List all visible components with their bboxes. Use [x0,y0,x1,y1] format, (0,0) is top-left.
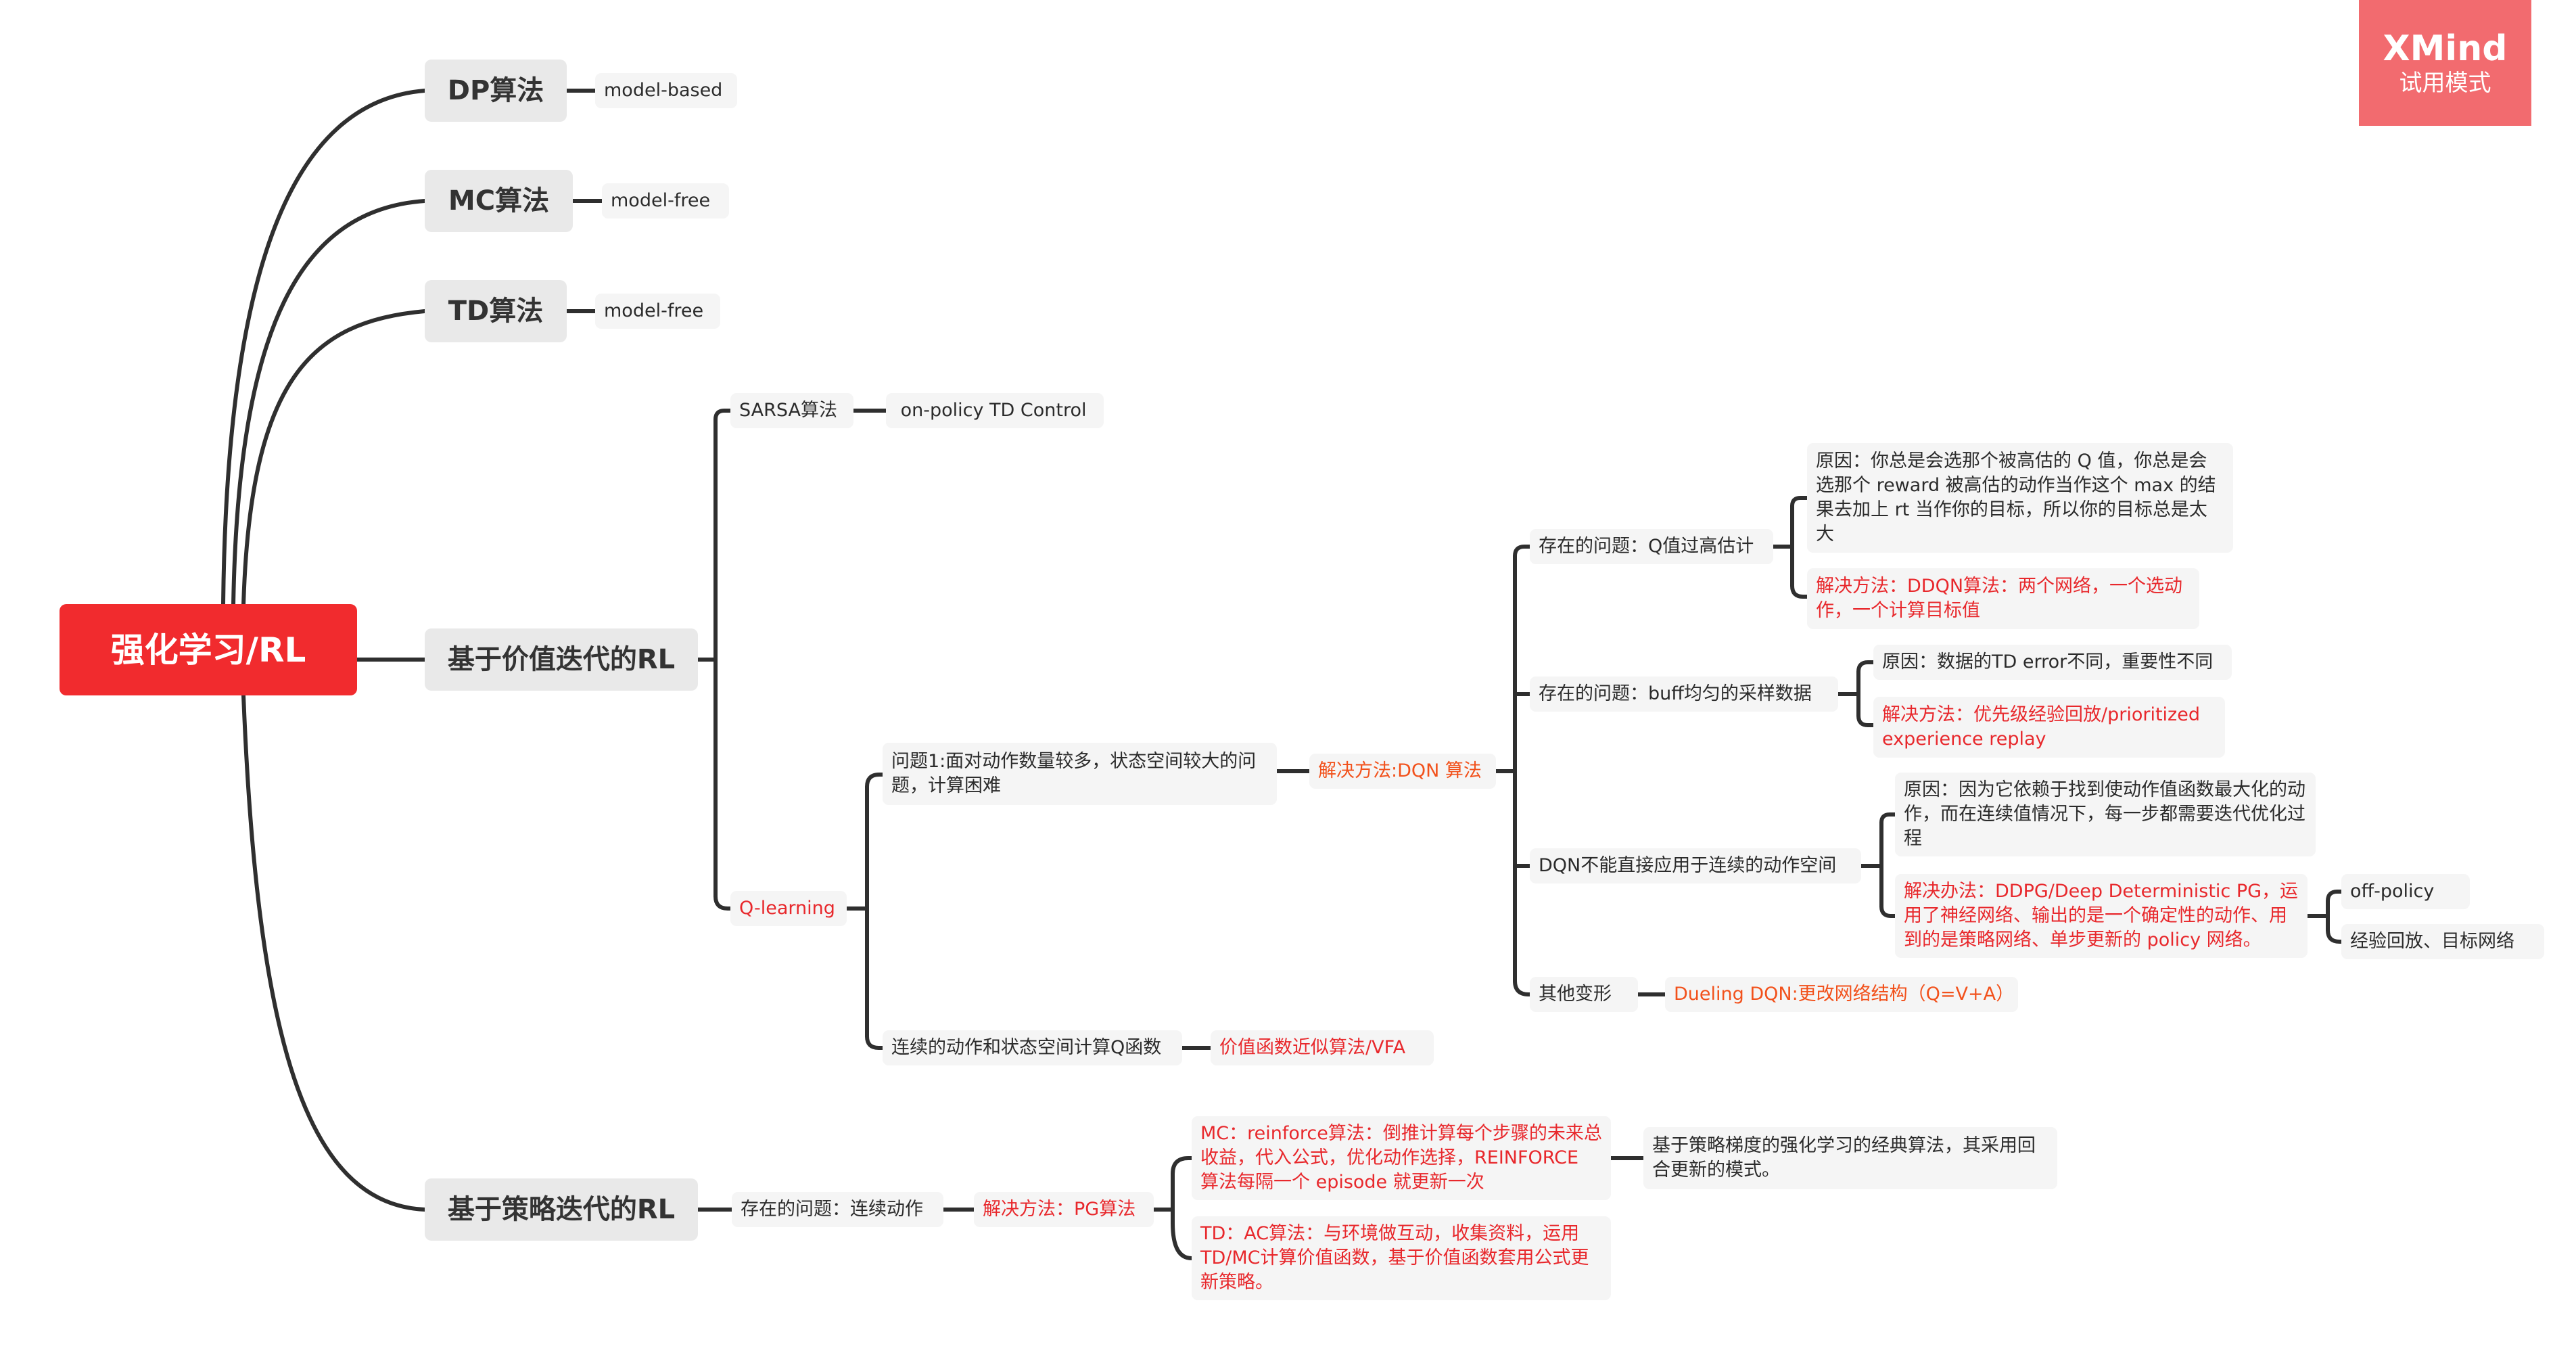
topic-mc[interactable]: MC算法 [425,170,573,232]
topic-variants[interactable]: 其他变形 [1530,977,1638,1012]
note-off-policy-label: off-policy [2350,881,2435,902]
topic-overestimation[interactable]: 存在的问题：Q值过高估计 [1530,529,1773,564]
topic-value-based-label: 基于价值迭代的RL [447,644,676,675]
note-td-ac[interactable]: TD：AC算法：与环境做互动，收集资料，运用TD/MC计算价值函数，基于价值函数… [1192,1216,1611,1300]
topic-dqn-label: 解决方法:DQN 算法 [1318,760,1482,781]
topic-policy-based-label: 基于策略迭代的RL [447,1194,676,1225]
note-dueling-dqn-label: Dueling DQN:更改网络结构（Q=V+A） [1674,984,2015,1005]
topic-q-learning[interactable]: Q-learning [730,891,847,926]
note-continuous-reason[interactable]: 原因：因为它依赖于找到使动作值函数最大化的动作，而在连续值情况下，每一步都需要迭… [1895,773,2316,856]
note-buffer-solution[interactable]: 解决方法：优先级经验回放/prioritized experience repl… [1873,697,2225,758]
trial-mode-text: 试用模式 [2399,70,2491,97]
root-label: 强化学习/RL [110,630,306,670]
topic-pg[interactable]: 解决方法：PG算法 [974,1192,1154,1227]
topic-td[interactable]: TD算法 [425,280,567,342]
topic-dp[interactable]: DP算法 [425,60,567,122]
topic-dqn[interactable]: 解决方法:DQN 算法 [1309,754,1496,789]
topic-buffer[interactable]: 存在的问题：buff均匀的采样数据 [1530,676,1838,712]
topic-continuous-action-problem[interactable]: 存在的问题：连续动作 [732,1192,943,1227]
note-replay-target-network[interactable]: 经验回放、目标网络 [2341,924,2544,959]
topic-sarsa[interactable]: SARSA算法 [730,393,853,428]
note-continuous-solution[interactable]: 解决办法：DDPG/Deep Deterministic PG，运用了神经网络、… [1895,874,2308,958]
topic-q-learning-label: Q-learning [739,898,835,919]
topic-pg-label: 解决方法：PG算法 [983,1199,1136,1220]
topic-continuous-action-problem-label: 存在的问题：连续动作 [741,1199,923,1220]
note-mc-reinforce-label: MC：reinforce算法：倒推计算每个步骤的未来总收益，代入公式，优化动作选… [1200,1123,1602,1193]
note-dp[interactable]: model-based [595,73,737,108]
topic-problem1[interactable]: 问题1:面对动作数量较多，状态空间较大的问题，计算困难 [883,743,1277,805]
note-dp-label: model-based [604,80,723,101]
note-vfa-label: 价值函数近似算法/VFA [1219,1037,1406,1058]
xmind-trial-badge: XMind 试用模式 [2359,0,2531,126]
topic-continuous-action[interactable]: DQN不能直接应用于连续的动作空间 [1530,848,1861,883]
note-overestimation-reason-label: 原因：你总是会选那个被高估的 Q 值，你总是会选那个 reward 被高估的动作… [1816,451,2216,545]
note-policy-gradient[interactable]: 基于策略梯度的强化学习的经典算法，其采用回合更新的模式。 [1643,1127,2057,1189]
topic-overestimation-label: 存在的问题：Q值过高估计 [1539,536,1754,557]
topic-buffer-label: 存在的问题：buff均匀的采样数据 [1539,683,1812,704]
note-td[interactable]: model-free [595,294,720,329]
note-buffer-solution-label: 解决方法：优先级经验回放/prioritized experience repl… [1882,704,2200,750]
topic-sarsa-label: SARSA算法 [739,400,837,421]
note-td-label: model-free [604,300,704,321]
brand-text: XMind [2383,28,2508,69]
note-sarsa-label: on-policy TD Control [895,400,1087,421]
note-overestimation-reason[interactable]: 原因：你总是会选那个被高估的 Q 值，你总是会选那个 reward 被高估的动作… [1807,443,2233,553]
note-overestimation-solution-label: 解决方法：DDQN算法：两个网络，一个选动作，一个计算目标值 [1816,576,2183,621]
topic-mc-label: MC算法 [448,185,550,216]
topic-value-based[interactable]: 基于价值迭代的RL [425,628,698,691]
note-overestimation-solution[interactable]: 解决方法：DDQN算法：两个网络，一个选动作，一个计算目标值 [1807,568,2199,629]
note-replay-target-network-label: 经验回放、目标网络 [2350,931,2514,952]
topic-td-label: TD算法 [448,296,544,327]
topic-policy-based[interactable]: 基于策略迭代的RL [425,1178,698,1241]
topic-problem1-label: 问题1:面对动作数量较多，状态空间较大的问题，计算困难 [891,751,1257,796]
topic-variants-label: 其他变形 [1539,984,1612,1005]
topic-vfa-problem[interactable]: 连续的动作和状态空间计算Q函数 [883,1030,1182,1065]
note-mc-reinforce[interactable]: MC：reinforce算法：倒推计算每个步骤的未来总收益，代入公式，优化动作选… [1192,1116,1611,1200]
note-continuous-reason-label: 原因：因为它依赖于找到使动作值函数最大化的动作，而在连续值情况下，每一步都需要迭… [1904,779,2305,849]
topic-continuous-action-label: DQN不能直接应用于连续的动作空间 [1539,855,1837,876]
note-policy-gradient-label: 基于策略梯度的强化学习的经典算法，其采用回合更新的模式。 [1652,1135,2036,1180]
note-sarsa[interactable]: on-policy TD Control [886,393,1104,428]
note-buffer-reason-label: 原因：数据的TD error不同，重要性不同 [1882,651,2214,672]
note-off-policy[interactable]: off-policy [2341,874,2470,909]
note-td-ac-label: TD：AC算法：与环境做互动，收集资料，运用TD/MC计算价值函数，基于价值函数… [1200,1223,1589,1293]
topic-dp-label: DP算法 [447,75,544,106]
note-mc-label: model-free [611,190,711,211]
note-vfa[interactable]: 价值函数近似算法/VFA [1211,1030,1434,1065]
root-topic[interactable]: 强化学习/RL [60,604,357,695]
note-continuous-solution-label: 解决办法：DDPG/Deep Deterministic PG，运用了神经网络、… [1904,881,2299,950]
topic-vfa-problem-label: 连续的动作和状态空间计算Q函数 [891,1037,1162,1058]
note-mc[interactable]: model-free [602,183,729,219]
note-dueling-dqn[interactable]: Dueling DQN:更改网络结构（Q=V+A） [1665,977,2018,1012]
note-buffer-reason[interactable]: 原因：数据的TD error不同，重要性不同 [1873,645,2232,680]
